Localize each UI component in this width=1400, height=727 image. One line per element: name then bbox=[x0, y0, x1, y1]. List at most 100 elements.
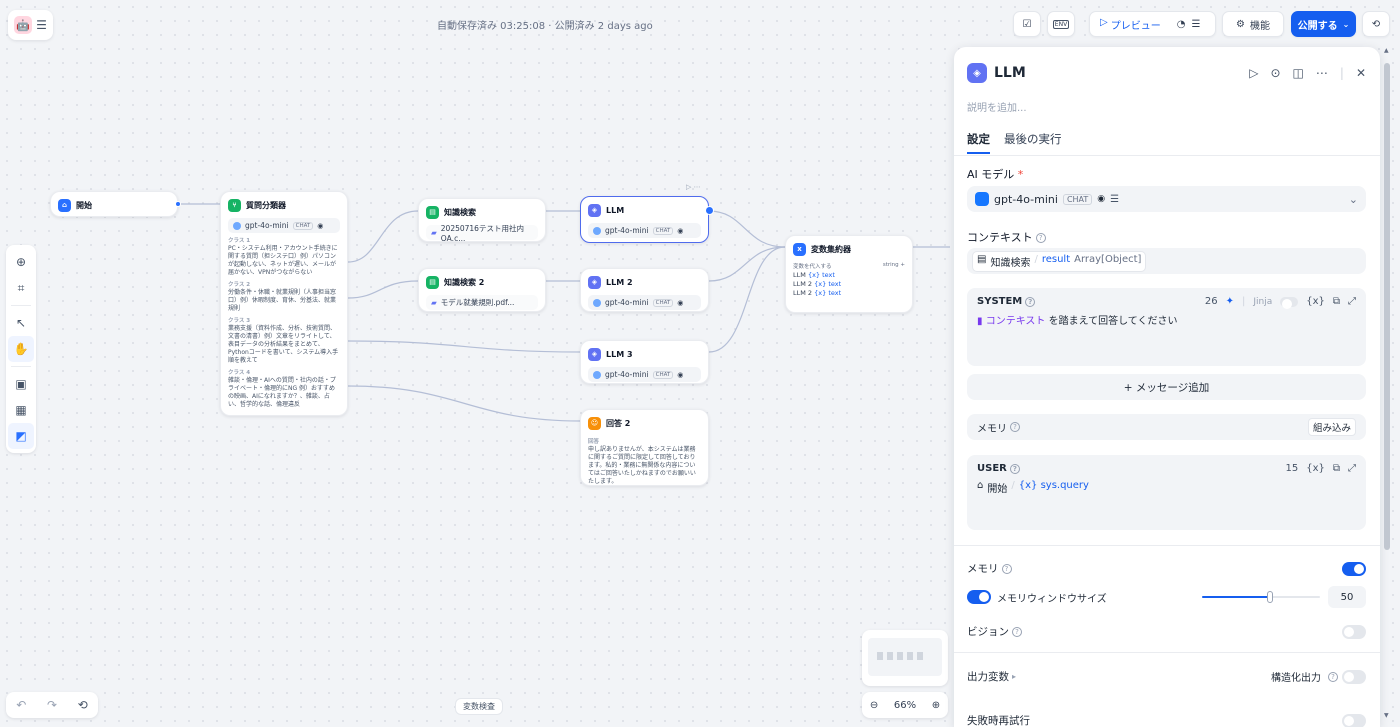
folder-icon: ▰ bbox=[431, 298, 437, 307]
run-icon[interactable]: ▷ bbox=[1249, 66, 1259, 80]
redo-icon[interactable]: ↷ bbox=[46, 698, 58, 712]
memory-toggle[interactable] bbox=[1342, 561, 1366, 576]
features-button[interactable]: ⚙機能 bbox=[1222, 11, 1284, 37]
history-run-icon[interactable]: ◔ bbox=[1176, 18, 1186, 30]
preview-button[interactable]: ▷プレビュー bbox=[1100, 16, 1161, 32]
export-image-icon[interactable]: ▣ bbox=[15, 377, 27, 391]
history-icon[interactable]: ⟲ bbox=[77, 698, 88, 712]
memory-window-input[interactable]: 50 bbox=[1328, 586, 1366, 608]
llm-icon: ◈ bbox=[588, 347, 601, 361]
robot-avatar-icon: 🤖 bbox=[14, 16, 33, 34]
expand-icon[interactable]: ⤢ bbox=[1348, 296, 1356, 307]
document-icon: ▮ bbox=[977, 316, 983, 327]
menu-icon[interactable]: ☰ bbox=[36, 18, 47, 32]
node-actions[interactable]: ▷ ⋯ bbox=[686, 183, 701, 191]
tab-settings[interactable]: 設定 bbox=[967, 131, 990, 154]
panel-scrollbar[interactable]: ▲ ▼ bbox=[1384, 47, 1390, 719]
knowledge-icon: ▤ bbox=[426, 275, 439, 289]
checklist-run-icon[interactable]: ☰ bbox=[1191, 18, 1201, 30]
jinja-toggle[interactable] bbox=[1280, 296, 1299, 309]
context-chip: ▮ コンテキスト bbox=[977, 316, 1046, 327]
memory-section: メモリ? 組み込み bbox=[967, 414, 1366, 440]
insert-variable-icon[interactable]: {x} bbox=[1306, 463, 1325, 474]
close-icon[interactable]: ✕ bbox=[1355, 66, 1366, 80]
params-icon[interactable]: ☰ bbox=[1110, 193, 1120, 205]
help-icon[interactable]: ? bbox=[1001, 563, 1012, 574]
organize-icon[interactable]: ▦ bbox=[15, 403, 27, 417]
more-icon[interactable]: ⋯ bbox=[1315, 66, 1328, 80]
llm-icon: ◈ bbox=[588, 275, 601, 289]
publish-button[interactable]: 公開する⌄ bbox=[1291, 11, 1356, 37]
answer-icon: ☺ bbox=[588, 416, 601, 430]
node-knowledge-retrieval-2[interactable]: ▤知識検索 2 ▰モデル就業規則.pdf... bbox=[418, 268, 546, 312]
help-icon[interactable]: ⊙ bbox=[1270, 66, 1281, 80]
tab-last-run[interactable]: 最後の実行 bbox=[1004, 132, 1062, 146]
node-knowledge-retrieval-1[interactable]: ▤知識検索 ▰20250716テスト用社内QA.c... bbox=[418, 198, 546, 242]
undo-icon[interactable]: ↶ bbox=[16, 698, 27, 712]
app-logo[interactable]: 🤖 ☰ bbox=[8, 10, 53, 40]
add-message-button[interactable]: + メッセージ追加 bbox=[967, 374, 1366, 400]
vision-toggle[interactable] bbox=[1342, 624, 1366, 639]
add-note-icon[interactable]: ⌗ bbox=[17, 280, 25, 295]
llm1-output-port[interactable] bbox=[705, 206, 714, 215]
pointer-icon[interactable]: ↖ bbox=[15, 316, 27, 330]
help-icon[interactable]: ? bbox=[1025, 296, 1036, 307]
structured-output-toggle[interactable] bbox=[1342, 669, 1366, 684]
help-icon[interactable]: ? bbox=[1012, 626, 1022, 637]
knowledge-icon: ▤ bbox=[977, 253, 987, 265]
copy-icon[interactable]: ⧉ bbox=[1332, 463, 1340, 474]
model-selector[interactable]: gpt-4o-mini CHAT ◉ ☰ ⌄ bbox=[967, 186, 1366, 212]
play-icon: ▷ bbox=[1100, 16, 1108, 28]
chevron-down-icon: ⌄ bbox=[1348, 192, 1358, 206]
help-icon[interactable]: ? bbox=[1009, 463, 1020, 474]
classifier-icon: ⑂ bbox=[228, 198, 241, 212]
env-button[interactable]: ENV bbox=[1047, 11, 1075, 37]
help-icon[interactable]: ? bbox=[1035, 233, 1046, 243]
knowledge-icon: ▤ bbox=[426, 205, 439, 219]
hand-icon[interactable]: ✋ bbox=[8, 336, 34, 362]
minimap-toggle-icon[interactable]: ◩ bbox=[8, 423, 34, 449]
node-config-panel: ◈ LLM ▷⊙◫⋯|✕ 説明を追加... 設定 最後の実行 AI モデル * … bbox=[954, 47, 1380, 727]
copy-icon[interactable]: ⧉ bbox=[1332, 296, 1340, 307]
version-history-button[interactable]: ⟲ bbox=[1362, 11, 1390, 37]
zoom-out-icon[interactable]: ⊖ bbox=[869, 699, 879, 711]
memory-window-slider[interactable] bbox=[1202, 590, 1320, 604]
variable-icon: x bbox=[793, 242, 806, 256]
memory-window-toggle[interactable] bbox=[967, 590, 991, 604]
description-input[interactable]: 説明を追加... bbox=[967, 103, 1027, 114]
openai-icon bbox=[975, 192, 989, 206]
insert-variable-icon[interactable]: {x} bbox=[1306, 296, 1325, 307]
zoom-in-icon[interactable]: ⊕ bbox=[931, 699, 941, 711]
docs-icon[interactable]: ◫ bbox=[1292, 66, 1304, 80]
add-node-icon[interactable]: ⊕ bbox=[15, 255, 27, 269]
ai-generate-icon[interactable]: ✦ bbox=[1225, 296, 1234, 307]
expand-icon[interactable]: ⤢ bbox=[1348, 463, 1356, 474]
user-prompt-editor[interactable]: USER? 15 {x} ⧉ ⤢ ⌂開始/{x} sys.query bbox=[967, 455, 1366, 530]
retry-toggle[interactable] bbox=[1342, 713, 1366, 727]
help-icon[interactable]: ? bbox=[1010, 422, 1020, 432]
features-icon: ⚙ bbox=[1236, 18, 1245, 30]
builtin-button[interactable]: 組み込み bbox=[1307, 418, 1356, 436]
minimap[interactable] bbox=[862, 630, 948, 686]
eye-icon: ◉ bbox=[677, 370, 684, 379]
node-start[interactable]: ⌂開始 bbox=[50, 191, 178, 217]
slider-handle[interactable] bbox=[1267, 591, 1274, 603]
start-output-port[interactable] bbox=[175, 201, 181, 207]
checklist-button[interactable]: ☑ bbox=[1013, 11, 1041, 37]
node-answer[interactable]: ☺回答 2 回答申し訳ありませんが、本システムは業務に関するご質問に限定して回答… bbox=[580, 409, 709, 486]
variable-inspect-button[interactable]: 変数検査 bbox=[455, 698, 503, 715]
zoom-level[interactable]: 66% bbox=[893, 699, 917, 711]
system-prompt-editor[interactable]: SYSTEM? 26 ✦ | Jinja {x} ⧉ ⤢ ▮ コンテキスト を踏… bbox=[967, 288, 1366, 366]
panel-title: LLM bbox=[994, 65, 1026, 81]
aggregator-item: LLM 2 {x} text bbox=[793, 289, 842, 297]
help-icon[interactable]: ? bbox=[1328, 671, 1338, 682]
